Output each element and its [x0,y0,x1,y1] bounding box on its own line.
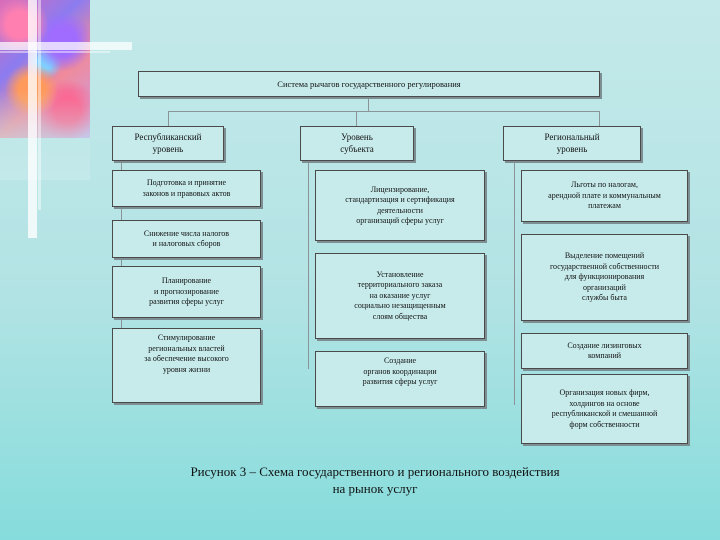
connector-to-regional [599,111,600,126]
top-system-box: Система рычагов государственного регулир… [138,71,600,97]
regional-item-benefits: Льготы по налогам, арендной плате и комм… [521,170,688,222]
connector-to-subject [356,111,357,126]
republic-item-planning: Планирование и прогнозирование развития … [112,266,261,318]
republic-item-taxes: Снижение числа налогов и налоговых сборо… [112,220,261,258]
republic-item-laws: Подготовка и принятие законов и правовых… [112,170,261,207]
decorative-horizontal-strip [0,42,132,50]
republic-spine [121,161,122,369]
republic-item-stimulation: Стимулирование региональных властей за о… [112,328,261,403]
decorative-vertical-strip-thin [38,0,41,210]
connector-horizontal [168,111,600,112]
subject-spine [308,161,309,369]
level-republic: Республиканский уровень [112,126,224,161]
level-subject: Уровень субъекта [300,126,414,161]
regional-item-leasing: Создание лизинговых компаний [521,333,688,369]
regional-spine [514,161,515,405]
regional-item-new-firms: Организация новых фирм, холдингов на осн… [521,374,688,444]
subject-item-licensing: Лицензирование, стандартизация и сертифи… [315,170,485,241]
level-regional: Региональный уровень [503,126,641,161]
subject-item-coordination: Создание органов координации развития сф… [315,351,485,407]
decorative-fade [0,90,90,180]
decorative-vertical-strip [28,0,37,238]
figure-caption: Рисунок 3 – Схема государственного и рег… [190,464,560,496]
subject-item-territorial-order: Установление территориального заказа на … [315,253,485,339]
regional-item-premises: Выделение помещений государственной собс… [521,234,688,321]
connector-to-republic [168,111,169,126]
connector-top-vertical [368,97,369,111]
decorative-horizontal-strip-thin [0,51,110,53]
